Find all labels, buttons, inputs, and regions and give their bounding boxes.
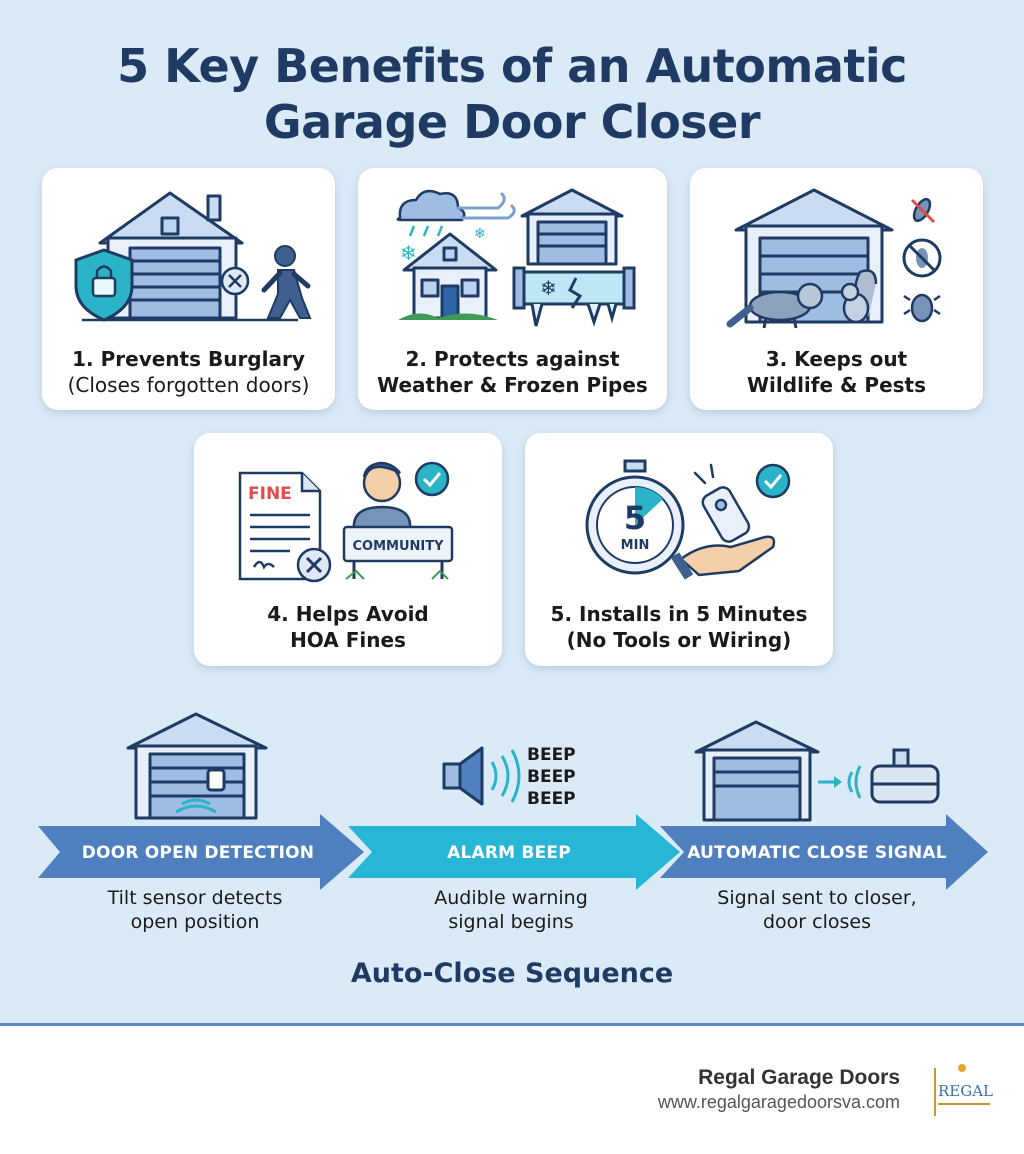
benefit-card-wildlife: 3. Keeps out Wildlife & Pests [690, 168, 983, 410]
beetle-icon [903, 293, 941, 323]
raccoon-icon [726, 282, 824, 329]
timer-number: 5 [624, 499, 646, 537]
arrow-step-3 [660, 814, 988, 890]
squirrel-icon [840, 269, 878, 324]
svg-text:REGAL: REGAL [938, 1082, 993, 1100]
timer-unit: MIN [621, 538, 650, 553]
arrow-step-2 [348, 814, 680, 890]
benefit-card-install: 5 MIN 5. Installs in 5 Minutes (No Tools… [525, 433, 833, 666]
check-icon [755, 463, 791, 499]
fine-label: FINE [248, 484, 292, 504]
brand-url[interactable]: www.regalgaragedoorsva.com [657, 1092, 900, 1112]
no-pest-icon [902, 238, 942, 278]
weather-illustration: ❄ ❄ ❄ [396, 188, 636, 327]
burglar-icon [261, 245, 312, 319]
title-line-1: 5 Key Benefits of an Automatic [117, 39, 907, 93]
sequence-title: Auto-Close Sequence [350, 958, 674, 989]
closer-motor-icon [870, 748, 940, 804]
bug-icon [910, 197, 936, 224]
garage-sensor-icon [126, 712, 268, 820]
arrow-step-1 [38, 814, 364, 890]
svg-text:❄: ❄ [540, 276, 557, 300]
page-title: 5 Key Benefits of an Automatic Garage Do… [0, 38, 1024, 150]
check-icon [414, 461, 450, 497]
community-label: COMMUNITY [352, 539, 444, 554]
benefit-caption-5: 5. Installs in 5 Minutes (No Tools or Wi… [550, 602, 808, 652]
document-icon: FINE [238, 471, 322, 581]
regal-logo: REGAL [934, 1064, 993, 1116]
footer [0, 1026, 1024, 1154]
install-illustration: 5 MIN [585, 459, 791, 580]
step-desc-2: Audible warning signal begins [434, 887, 588, 933]
step-label-2: ALARM BEEP [447, 843, 571, 863]
speaker-icon [442, 746, 521, 806]
step-desc-1: Tilt sensor detects open position [107, 887, 283, 933]
stopwatch-icon: 5 MIN [585, 459, 685, 575]
footer-divider [0, 1023, 1024, 1026]
community-sign: COMMUNITY [342, 525, 454, 580]
beep-text: BEEP BEEP BEEP [527, 745, 576, 809]
step-label-3: AUTOMATIC CLOSE SIGNAL [687, 843, 947, 863]
benefit-caption-3: 3. Keeps out Wildlife & Pests [746, 347, 927, 397]
benefit-card-burglary: 1. Prevents Burglary (Closes forgotten d… [42, 168, 335, 410]
house-icon [402, 232, 498, 320]
garage-icon [520, 188, 624, 266]
benefit-card-hoa: FINE COMMUNITY 4. Helps Avoid HOA Fines [194, 433, 502, 666]
hoa-illustration: FINE COMMUNITY [238, 461, 454, 583]
title-line-2: Garage Door Closer [263, 95, 761, 149]
sequence-illustration [38, 712, 988, 890]
step-desc-3: Signal sent to closer, door closes [717, 887, 917, 933]
burglary-illustration [74, 191, 312, 322]
person-icon [352, 461, 412, 535]
benefit-card-weather: ❄ ❄ ❄ 2. Protects against Weather & Fr [358, 168, 667, 410]
brand-name: Regal Garage Doors [698, 1066, 900, 1089]
snowflake-icon: ❄ [400, 241, 417, 265]
wildlife-illustration [726, 188, 942, 329]
benefit-caption-2: 2. Protects against Weather & Frozen Pip… [377, 347, 648, 397]
cloud-icon [396, 189, 466, 237]
wind-icon [456, 192, 516, 220]
step-label-1: DOOR OPEN DETECTION [81, 843, 315, 863]
remote-hand-icon [670, 463, 776, 580]
benefit-caption-4: 4. Helps Avoid HOA Fines [267, 602, 429, 652]
svg-text:❄: ❄ [474, 226, 486, 242]
frozen-pipe-icon [512, 266, 636, 327]
garage-closing-icon [694, 720, 820, 822]
benefit-caption-1: 1. Prevents Burglary (Closes forgotten d… [67, 347, 310, 397]
